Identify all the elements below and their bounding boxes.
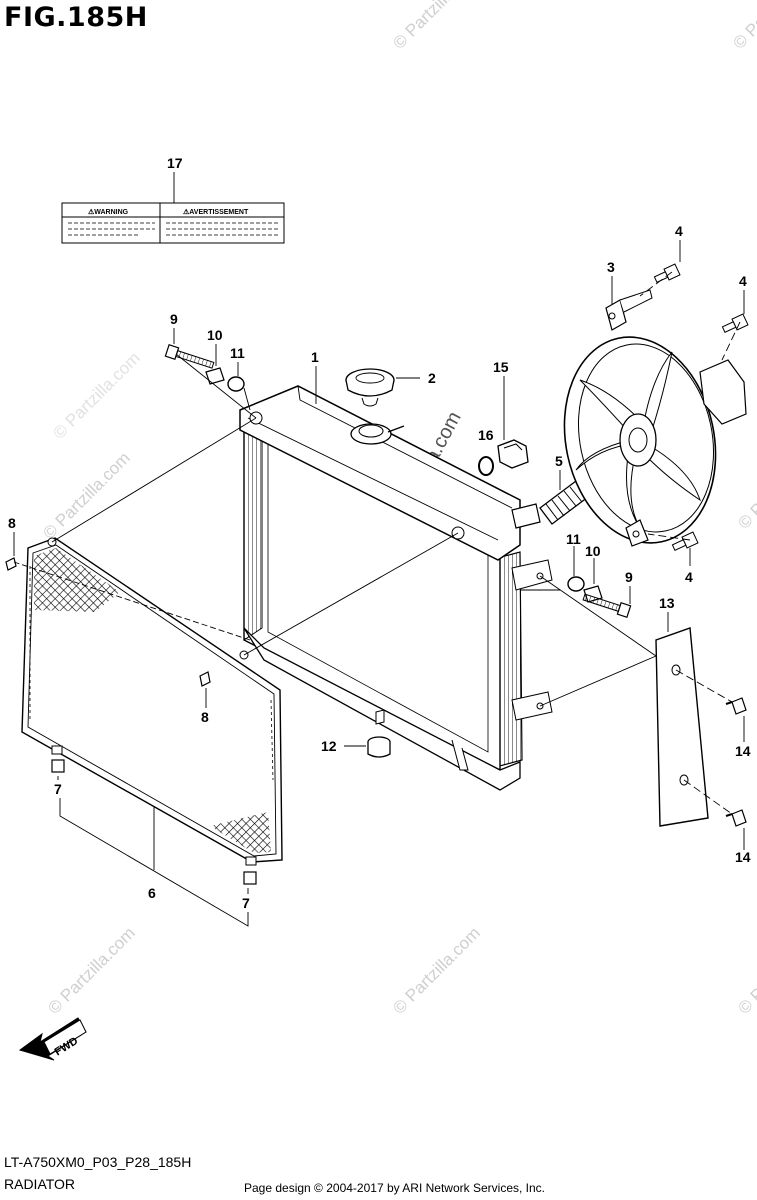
callout-8: 8: [201, 709, 209, 725]
callout-14: 14: [735, 849, 751, 865]
leader-lines: [13, 172, 745, 927]
callout-13: 13: [659, 595, 675, 611]
watermark-text: © Partzilla.com: [729, 0, 757, 53]
callout-7: 7: [54, 781, 62, 797]
callout-2: 2: [428, 370, 436, 386]
callout-11: 11: [566, 531, 581, 547]
callout-10: 10: [585, 543, 601, 559]
callout-10: 10: [207, 327, 223, 343]
watermark-text: © Partzilla.com: [49, 348, 143, 442]
diagram-caption: RADIATOR: [4, 1176, 76, 1192]
fan-mount-bolts: [653, 263, 749, 551]
callout-16: 16: [478, 427, 494, 443]
callout-9: 9: [625, 569, 633, 585]
watermark-text: © Partzilla.com: [389, 923, 483, 1017]
callout-7: 7: [242, 895, 250, 911]
watermark-text: © Partzilla.com: [734, 438, 757, 532]
cooling-fan-assembly: [563, 289, 747, 547]
screen-grommets: [51, 759, 257, 885]
thermo-switch: [497, 439, 529, 469]
label-avertissement-text: ⚠AVERTISSEMENT: [183, 208, 249, 216]
callout-4: 4: [685, 569, 693, 585]
radiator-screen: [21, 537, 283, 866]
callout-15: 15: [493, 359, 509, 375]
watermark-text: © Partzilla.com: [389, 0, 483, 53]
callout-14: 14: [735, 743, 751, 759]
cover-clips: [725, 697, 747, 827]
mount-bolt-set-right: [567, 576, 632, 619]
callout-3: 3: [607, 259, 615, 275]
radiator-core: [239, 385, 553, 791]
callout-labels: 17 1 2 3 4 4 4 5 6 7 7 8 8 9 9 10 10 11 …: [8, 155, 751, 911]
side-cover-plate: [655, 627, 709, 827]
diagram-code: LT-A750XM0_P03_P28_185H: [4, 1154, 192, 1170]
callout-8: 8: [8, 515, 16, 531]
callout-4: 4: [675, 223, 683, 239]
push-rivets: [5, 557, 211, 687]
callout-11: 11: [230, 345, 245, 361]
o-ring: [478, 456, 494, 476]
callout-12: 12: [321, 738, 337, 754]
callout-1: 1: [311, 349, 319, 365]
warning-label-sticker: ⚠WARNING ⚠AVERTISSEMENT: [61, 202, 285, 244]
watermark-text: © Partzilla.com: [39, 448, 133, 542]
radiator-cap: [345, 368, 395, 407]
callout-5: 5: [555, 453, 563, 469]
callout-9: 9: [170, 311, 178, 327]
callout-4: 4: [739, 273, 747, 289]
grommet: [367, 736, 391, 758]
page-credit: Page design © 2004-2017 by ARI Network S…: [244, 1181, 546, 1195]
watermark-text: © Partzilla.com: [44, 923, 138, 1017]
figure-title: FIG.185H: [4, 2, 148, 33]
fwd-arrow: FWD: [18, 1017, 87, 1061]
callout-17: 17: [167, 155, 183, 171]
callout-6: 6: [148, 885, 156, 901]
label-warning-text: ⚠WARNING: [88, 208, 129, 216]
watermark-text: © Partzilla.com: [734, 923, 757, 1017]
